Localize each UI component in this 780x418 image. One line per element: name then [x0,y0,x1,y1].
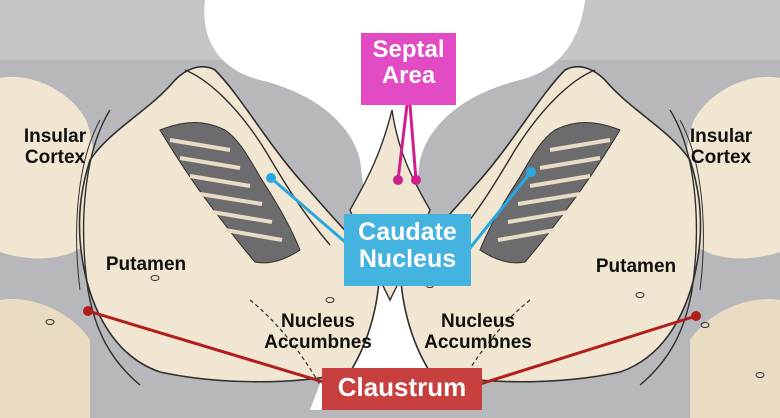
claustrum-pointer-dot-right [691,311,701,321]
claustrum-callout: Claustrum [322,368,482,410]
putamen-left-label: Putamen [105,254,187,275]
left-accumbens-boundary [249,299,321,386]
nucleus-accumbens-left-label: Nucleus Accumbnes [264,311,372,354]
caudate-pointer-line-left [270,176,353,250]
right-external-capsule [639,109,698,386]
septal-pointer-line-a [396,104,409,181]
ventricle [204,0,585,240]
putamen-right-label: Putamen [595,256,677,277]
right-caudate-outline [449,69,596,246]
right-internal-capsule [479,122,621,264]
left-external-capsule [82,109,141,386]
left-cortex-lobe [0,76,95,259]
insular-cortex-right-label: Insular Cortex [689,126,753,169]
nucleus-accumbens-right-label: Nucleus Accumbnes [424,311,532,354]
insular-cortex-left-label: Insular Cortex [23,126,87,169]
septal-area-callout: Septal Area [361,33,456,105]
left-caudate-outline [184,69,331,246]
claustrum-pointer-line-left [87,309,331,386]
left-internal-capsule [159,122,301,264]
septal-pointer-line-b [408,104,418,181]
claustrum-pointer-line-right [479,314,697,386]
caudate-nucleus-callout: Caudate Nucleus [344,214,471,286]
claustrum-pointer-dot-left [83,306,93,316]
caudate-pointer-dot-left [266,173,276,183]
septal-pointer-dot-b [411,175,421,185]
caudate-pointer-dot-right [526,167,536,177]
right-cortex-lobe [685,76,780,259]
septal-pointer-dot-a [393,175,403,185]
caudate-pointer-line-right [468,171,533,249]
